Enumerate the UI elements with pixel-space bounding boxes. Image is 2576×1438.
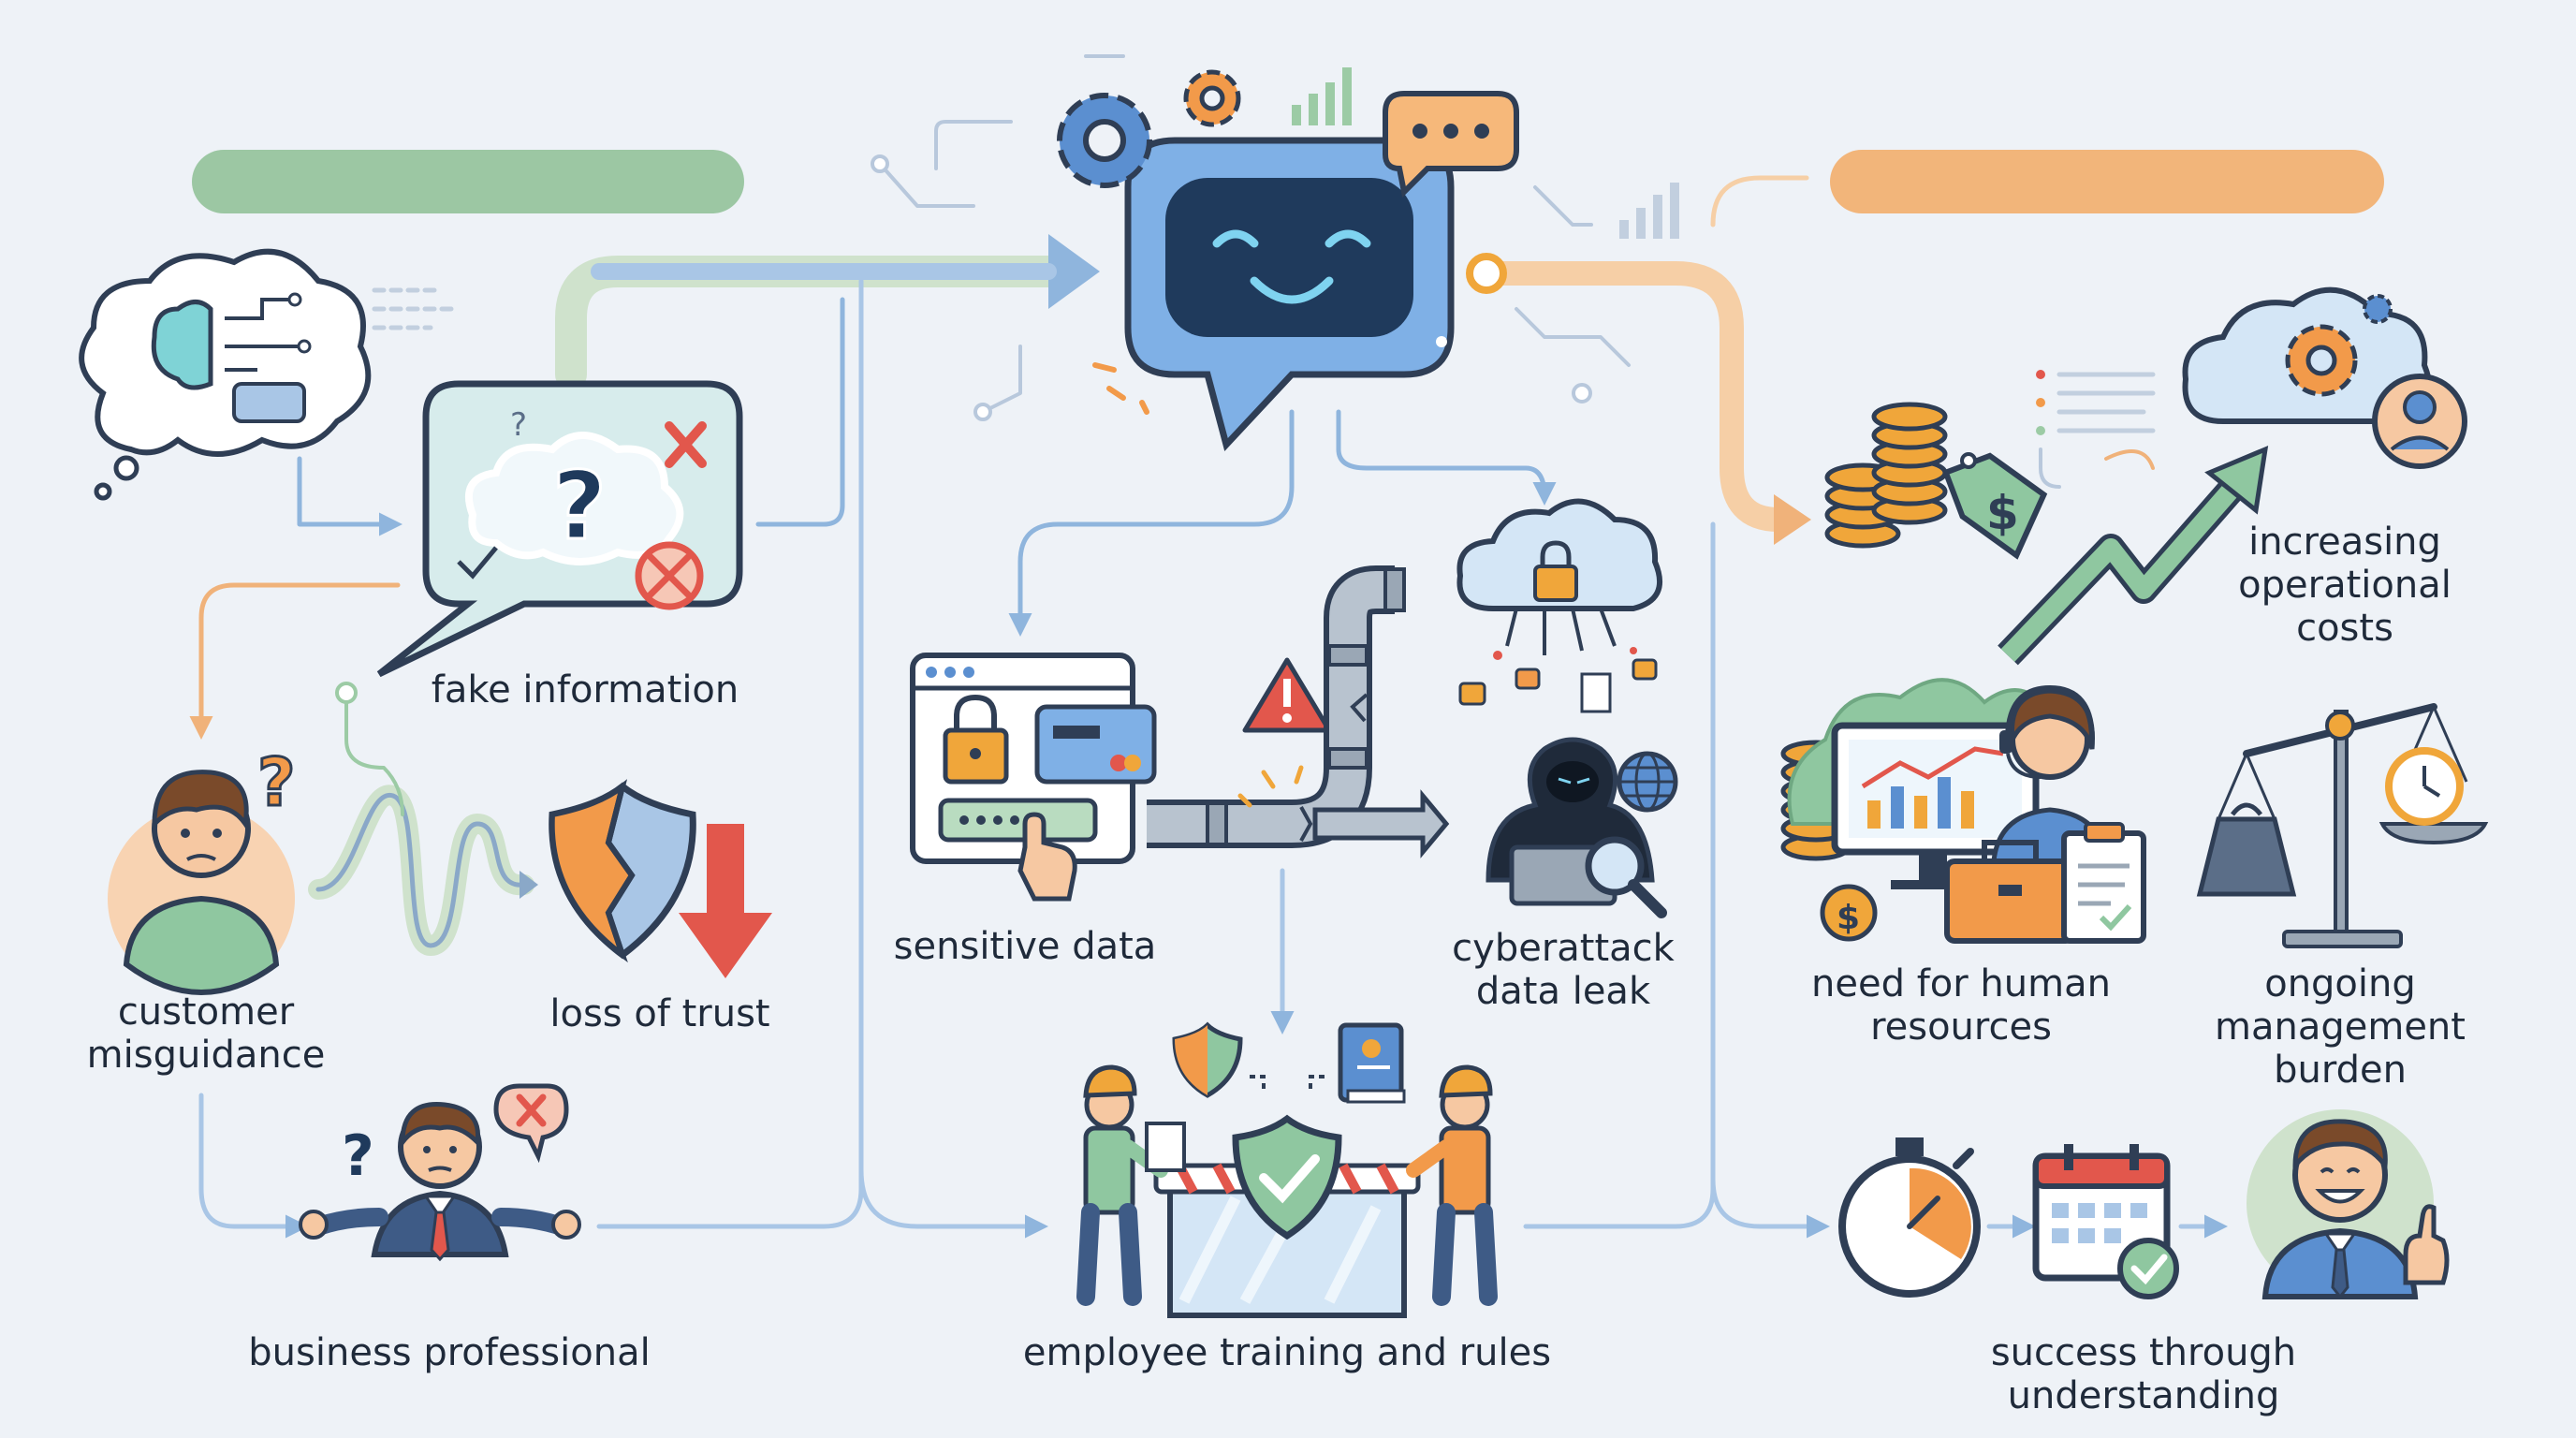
svg-text:?: ? xyxy=(552,451,607,561)
cloud-lock-icon xyxy=(1456,498,1662,713)
clipboard-icon xyxy=(2061,822,2146,944)
svg-text:$: $ xyxy=(1837,899,1860,937)
label-business-professional: business professional xyxy=(248,1331,651,1374)
hacker-icon xyxy=(1486,737,1667,918)
label-increasing-operational-costs: increasing operational costs xyxy=(2238,521,2452,650)
warning-icon xyxy=(1242,657,1332,733)
svg-text:?: ? xyxy=(257,744,296,821)
right-header-bar xyxy=(1830,150,2384,213)
shield-check-icon xyxy=(1172,1021,1342,1240)
label-loss-of-trust: loss of trust xyxy=(549,992,770,1035)
globe-icon xyxy=(1617,751,1678,813)
label-cyberattack-data-leak: cyberattack data leak xyxy=(1452,927,1675,1013)
label-employee-training-and-rules: employee training and rules xyxy=(1022,1331,1552,1374)
cloud-user-icon xyxy=(2182,286,2467,469)
flow-connectors xyxy=(189,54,2228,1239)
bar-chart-icon xyxy=(1292,67,1679,239)
left-header-bar xyxy=(192,150,744,213)
question-cloud-icon: ? ? xyxy=(376,380,743,678)
chatbot-icon xyxy=(1092,137,1455,452)
down-arrow-icon xyxy=(679,824,772,978)
confused-customer-icon: ? xyxy=(108,743,297,996)
happy-businessman-icon xyxy=(2247,1109,2450,1299)
brain-thought-icon xyxy=(79,248,372,501)
label-customer-misguidance: customer misguidance xyxy=(86,990,326,1077)
speech-bubble-icon xyxy=(1383,91,1519,198)
leaking-pipe-icon xyxy=(1147,565,1450,858)
rising-arrow-icon xyxy=(1998,445,2269,666)
support-agent-icon xyxy=(1787,678,2109,889)
confused-businessman-icon: ? xyxy=(299,1083,581,1262)
balance-scale-icon xyxy=(2196,703,2489,948)
broken-shield-icon xyxy=(549,779,696,963)
label-need-for-human-resources: need for human resources xyxy=(1811,962,2111,1049)
x-mark-icon xyxy=(635,421,707,610)
stopwatch-icon xyxy=(1838,1137,1981,1298)
price-tag-icon: $ xyxy=(1941,452,2048,560)
svg-text:?: ? xyxy=(510,406,527,444)
label-fake-information: fake information xyxy=(431,668,739,712)
svg-text:$: $ xyxy=(1986,486,2019,540)
rulebook-icon xyxy=(1338,1022,1406,1104)
label-success-through-understanding: success through understanding xyxy=(1990,1331,2297,1417)
credit-card-icon xyxy=(1034,704,1157,785)
calendar-check-icon xyxy=(2032,1144,2179,1299)
label-sensitive-data: sensitive data xyxy=(893,925,1157,968)
gear-icon xyxy=(1057,69,1241,188)
label-ongoing-management-burden: ongoing management burden xyxy=(2215,962,2466,1092)
svg-text:?: ? xyxy=(342,1123,374,1189)
password-field-icon xyxy=(938,798,1098,902)
